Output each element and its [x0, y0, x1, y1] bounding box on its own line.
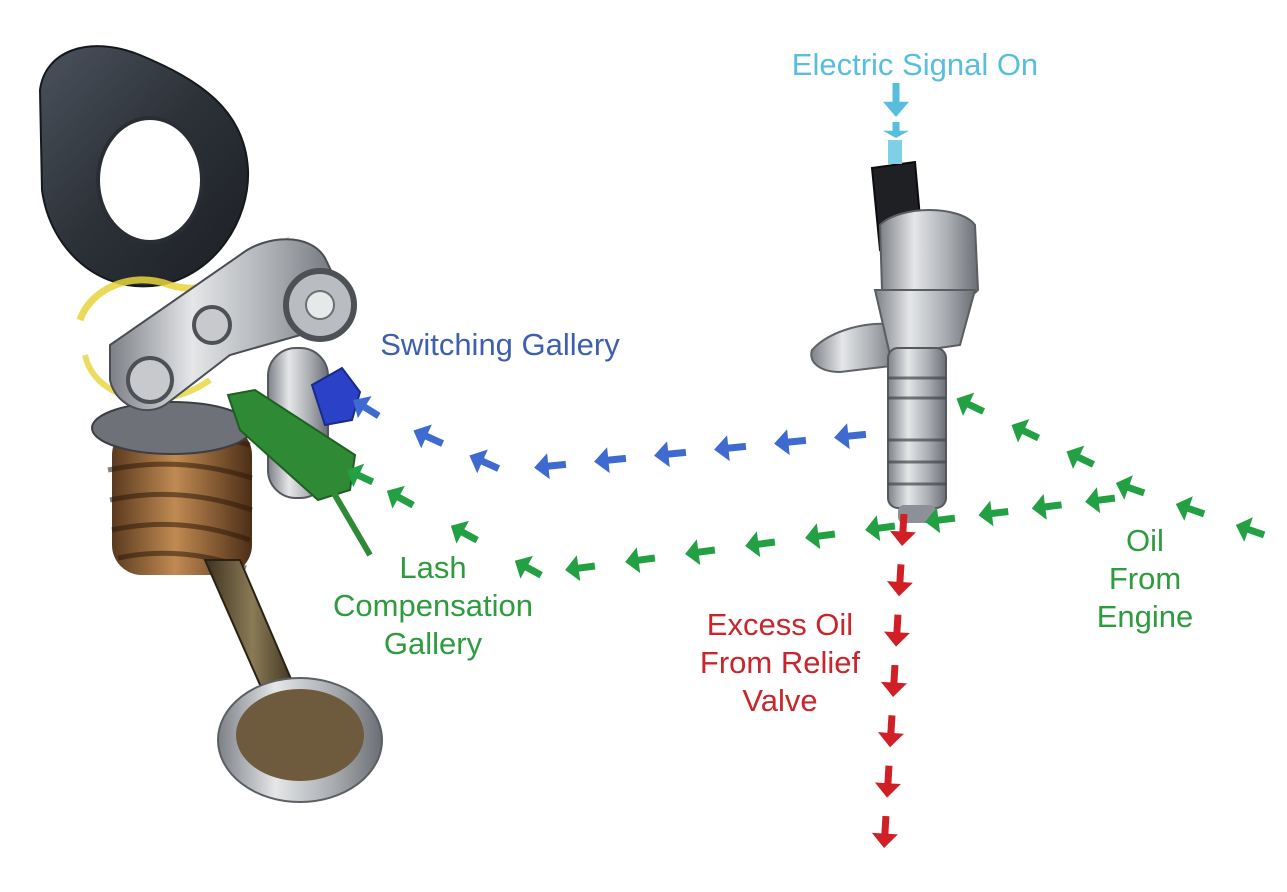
flow-arrow [874, 765, 901, 798]
flow-arrow [925, 507, 956, 534]
flow-arrow [514, 555, 543, 579]
solenoid-tip [898, 505, 936, 523]
label-line: Valve [742, 683, 818, 718]
flow-arrow [745, 531, 776, 558]
roller-right-hub [305, 290, 335, 320]
label-line: Lash [399, 550, 467, 585]
flow-arrow [450, 520, 479, 544]
label-line: Oil [1126, 523, 1164, 558]
solenoid-collar [873, 289, 977, 357]
flow-arrow [978, 500, 1009, 527]
lash-pointer [322, 476, 373, 557]
oil-control-solenoid-icon [810, 140, 980, 523]
flow-arrow [883, 614, 910, 647]
flow-arrow [880, 664, 907, 697]
roller-mid [192, 305, 232, 345]
oil-flow-arrows [347, 392, 1266, 582]
rocker-valve-assembly-icon [38, 45, 383, 803]
label-line: Electric Signal On [791, 47, 1039, 82]
roller-left [126, 356, 174, 404]
valve-head-face [236, 689, 364, 781]
flow-arrow [625, 547, 656, 574]
cam-bore [96, 116, 204, 244]
flow-arrow [413, 424, 445, 449]
flow-arrow [883, 83, 909, 117]
solenoid-grooves [888, 376, 946, 486]
flow-arrow [1115, 475, 1146, 500]
flow-arrow [347, 463, 375, 488]
flow-arrow [685, 539, 716, 566]
flow-arrow [877, 715, 904, 748]
flow-arrow [871, 815, 898, 848]
label-line: Engine [1096, 599, 1194, 634]
flow-arrow [469, 449, 501, 474]
flow-arrow [594, 447, 627, 474]
switching-flow-arrows [353, 396, 867, 480]
spring-retainer [91, 401, 253, 455]
flow-arrow [774, 429, 807, 456]
label-line: Gallery [383, 626, 483, 661]
flow-arrow [1175, 496, 1206, 521]
label-oil-from-engine: Oil From Engine [1080, 522, 1210, 636]
flow-arrow [834, 423, 867, 450]
flow-arrow [956, 392, 986, 417]
flow-arrow [565, 555, 596, 582]
signal-arrows [883, 83, 909, 138]
flow-arrow [714, 435, 747, 462]
flow-arrow [886, 564, 913, 597]
flow-arrow [353, 396, 381, 419]
label-excess-oil: Excess Oil From Relief Valve [660, 606, 900, 720]
label-line: Compensation [333, 588, 533, 623]
flow-arrow [883, 122, 909, 138]
flow-arrow [1235, 517, 1266, 542]
flow-arrow [1066, 445, 1096, 470]
label-line: From [1108, 561, 1182, 596]
flow-arrow [1085, 487, 1116, 514]
label-switching-gallery: Switching Gallery [350, 326, 650, 364]
label-electric-signal: Electric Signal On [700, 46, 1130, 84]
flow-arrow [805, 523, 836, 550]
label-line: Excess Oil [706, 607, 854, 642]
flow-arrow [386, 485, 415, 509]
flow-arrow [534, 453, 567, 480]
label-line: From Relief [699, 645, 861, 680]
solenoid-pin [888, 140, 902, 164]
flow-arrow [654, 441, 687, 468]
lash-gallery-bracket [226, 388, 357, 502]
flow-arrow [889, 513, 916, 546]
excess-oil-arrows [871, 513, 916, 848]
label-line: Switching Gallery [380, 327, 620, 362]
label-lash-compensation-gallery: Lash Compensation Gallery [318, 549, 548, 663]
flow-arrow [865, 515, 896, 542]
flow-arrow [1031, 493, 1062, 520]
flow-arrow [1011, 419, 1041, 443]
